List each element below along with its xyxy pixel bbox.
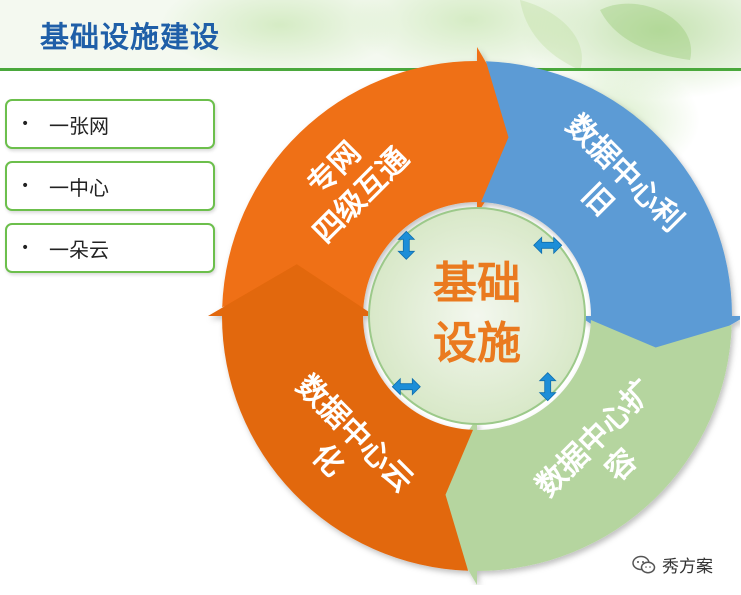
double-arrow-icon: [538, 372, 557, 402]
bullet-item: • 一张网: [5, 99, 215, 149]
bullet-item: • 一朵云: [5, 223, 215, 273]
cycle-segments: [208, 47, 740, 585]
center-circle: [368, 207, 586, 425]
bullet-marker: •: [21, 116, 30, 132]
bullet-list: • 一张网 • 一中心 • 一朵云: [5, 99, 215, 285]
cycle-segment-1: [222, 47, 529, 312]
bullet-label: 一朵云: [49, 237, 109, 262]
bullet-label: 一张网: [49, 113, 109, 138]
bullet-item: • 一中心: [5, 161, 215, 211]
cycle-diagram: 基础 设施 专网四级互通数据中心利旧数据中心扩容数据中心云化: [208, 47, 740, 585]
wechat-icon: [632, 555, 656, 573]
double-arrow-icon: [533, 236, 563, 255]
double-arrow-icon: [397, 230, 416, 260]
brand-name: 秀方案: [662, 557, 713, 577]
center-label-line-2: 设施: [433, 318, 521, 369]
bullet-marker: •: [21, 240, 30, 256]
center-label-line-1: 基础: [433, 258, 521, 309]
cycle-segment-4: [208, 264, 473, 571]
cycle-segment-3: [425, 320, 732, 585]
connector-arrows: [391, 230, 563, 402]
cycle-segment-2: [481, 61, 740, 368]
slide-title: 基础设施建设: [40, 20, 221, 54]
footer-brand: 秀方案: [632, 552, 713, 577]
bullet-marker: •: [21, 178, 30, 194]
title-divider: [0, 68, 741, 71]
double-arrow-icon: [391, 377, 421, 396]
bullet-label: 一中心: [49, 175, 109, 200]
